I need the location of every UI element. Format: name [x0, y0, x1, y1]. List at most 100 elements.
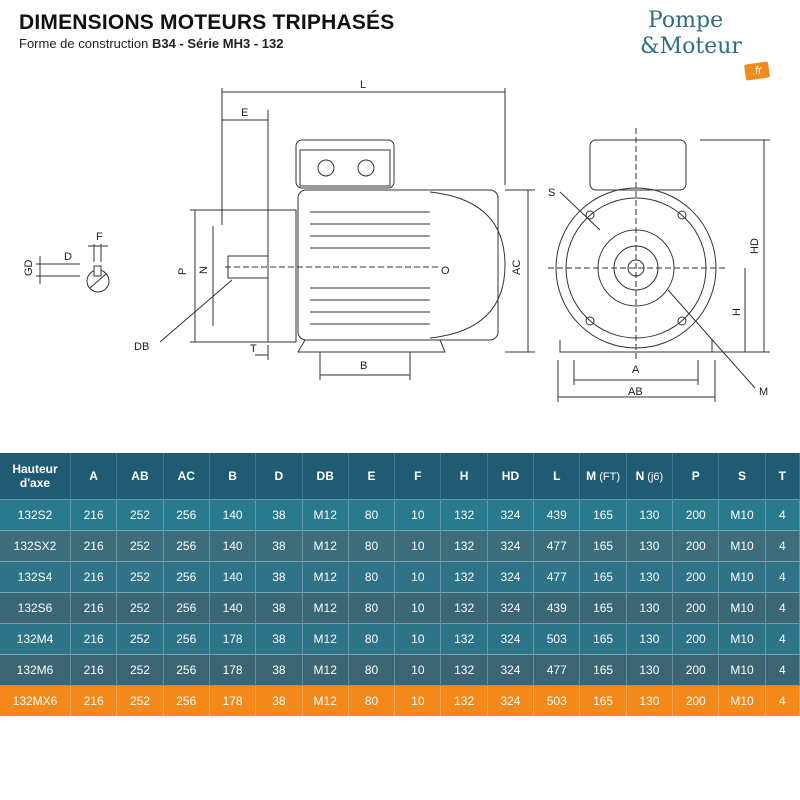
table-cell: 4	[765, 654, 800, 686]
label-GD: GD	[23, 259, 35, 276]
table-cell: 165	[579, 623, 627, 655]
table-cell: M10	[718, 623, 766, 655]
table-cell: 38	[255, 685, 303, 716]
table-cell: 216	[70, 499, 118, 531]
table-cell: 165	[579, 592, 627, 624]
table-cell: 80	[348, 561, 396, 593]
label-M: M	[759, 386, 768, 398]
column-header: S	[718, 453, 766, 500]
table-cell: 216	[70, 685, 118, 716]
table-cell: 252	[116, 654, 164, 686]
table-cell: 503	[533, 623, 581, 655]
table-cell: 165	[579, 530, 627, 562]
table-cell: 324	[487, 530, 535, 562]
table-cell: 477	[533, 654, 581, 686]
table-cell: 80	[348, 654, 396, 686]
page-title: DIMENSIONS MOTEURS TRIPHASÉS	[19, 11, 395, 34]
table-cell: 252	[116, 623, 164, 655]
front-view	[548, 128, 770, 402]
table-cell: M10	[718, 561, 766, 593]
table-cell: 324	[487, 685, 535, 716]
column-header-label: AC	[177, 469, 195, 483]
table-cell: 256	[163, 685, 210, 716]
table-cell: 10	[394, 623, 442, 655]
table-cell: M12	[302, 654, 349, 686]
table-cell: 216	[70, 654, 118, 686]
table-cell: 140	[209, 499, 257, 531]
label-HD: HD	[749, 238, 761, 254]
brand-logo: Pompe &Moteur .fr	[640, 8, 790, 83]
table-cell: 200	[672, 499, 720, 531]
label-A: A	[632, 364, 640, 376]
table-cell: 178	[209, 623, 257, 655]
label-O: O	[441, 265, 450, 277]
table-cell: 140	[209, 592, 257, 624]
column-header-label: E	[367, 469, 376, 483]
logo-line-1: Pompe	[648, 8, 724, 33]
table-cell: 132MX6	[0, 685, 71, 716]
table-cell: M10	[718, 530, 766, 562]
column-header-note: (j6)	[644, 471, 664, 483]
table-cell: 132	[440, 623, 488, 655]
table-cell: M12	[302, 499, 349, 531]
column-header-label: HD	[501, 469, 520, 483]
label-T: T	[250, 343, 257, 355]
table-cell: 38	[255, 499, 303, 531]
table-cell: M10	[718, 499, 766, 531]
table-cell: 38	[255, 530, 303, 562]
table-cell: 216	[70, 623, 118, 655]
label-AB: AB	[628, 386, 643, 398]
table-cell: 439	[533, 499, 581, 531]
column-header-label: B	[228, 469, 237, 483]
table-cell: 216	[70, 561, 118, 593]
column-header: P	[672, 453, 720, 500]
column-header: F	[394, 453, 442, 500]
column-header: AB	[116, 453, 164, 500]
table-cell: 477	[533, 561, 581, 593]
table-cell: 4	[765, 623, 800, 655]
table-cell: 477	[533, 530, 581, 562]
table-cell: 252	[116, 499, 164, 531]
column-header-label: L	[553, 469, 561, 483]
label-DB: DB	[134, 341, 149, 353]
table-cell: 252	[116, 685, 164, 716]
column-header-label: H	[459, 469, 469, 483]
drawing-labels: L E AC P N O DB T B F D GD S HD H A AB M	[23, 79, 768, 398]
column-header: E	[348, 453, 396, 500]
table-cell: 256	[163, 592, 210, 624]
table-cell: 10	[394, 654, 442, 686]
column-header: DB	[302, 453, 349, 500]
table-cell: 4	[765, 592, 800, 624]
column-header-label: P	[691, 469, 700, 483]
column-header: N (j6)	[626, 453, 674, 500]
table-cell: 165	[579, 654, 627, 686]
table-cell: M10	[718, 654, 766, 686]
table-cell: 80	[348, 592, 396, 624]
column-header-label: F	[414, 469, 422, 483]
column-header-label: A	[89, 469, 98, 483]
table-cell: 324	[487, 499, 535, 531]
table-cell: 200	[672, 561, 720, 593]
shaft-key-detail	[36, 244, 110, 293]
table-cell: 178	[209, 685, 257, 716]
table-cell: 38	[255, 561, 303, 593]
table-cell: M12	[302, 623, 349, 655]
label-P: P	[177, 268, 189, 275]
table-cell: 10	[394, 530, 442, 562]
table-cell: 132	[440, 685, 488, 716]
table-cell: 200	[672, 592, 720, 624]
page-subtitle: Forme de construction B34 - Série MH3 - …	[19, 36, 283, 51]
column-header: AC	[163, 453, 210, 500]
table-cell: 132	[440, 654, 488, 686]
column-header: L	[533, 453, 581, 500]
label-D: D	[64, 251, 72, 263]
label-B: B	[360, 360, 367, 372]
column-header: D	[255, 453, 303, 500]
column-header-label: T	[778, 469, 786, 483]
